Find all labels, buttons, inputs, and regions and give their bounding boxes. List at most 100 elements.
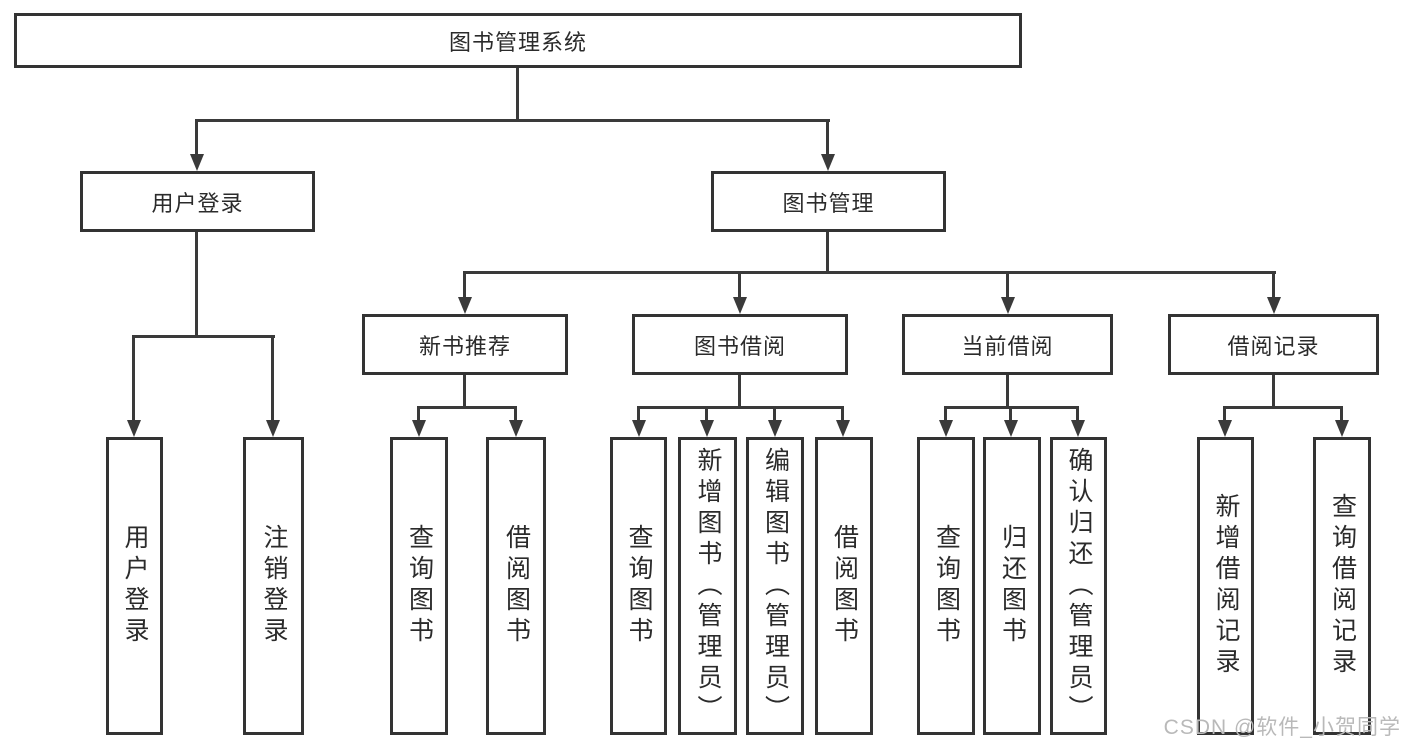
arrow-head-icon	[821, 154, 835, 171]
arrow-shaft	[1009, 406, 1012, 422]
arrow-to-leaf-logout	[266, 335, 280, 437]
connector-current-borrow-crossbar	[946, 406, 1078, 409]
connector-book-borrow-stem	[738, 375, 741, 408]
arrow-head-icon	[632, 420, 646, 437]
arrow-shaft	[514, 406, 517, 422]
arrow-head-icon	[700, 420, 714, 437]
node-book-management: 图书管理	[711, 171, 946, 232]
node-label: 图书管理系统	[448, 29, 587, 55]
leaf-label: 编辑图书（管理员）	[761, 446, 790, 726]
arrow-shaft	[463, 271, 466, 299]
arrow-to-user-login	[190, 119, 204, 171]
arrow-shaft	[1076, 406, 1079, 422]
arrow-head-icon	[266, 420, 280, 437]
arrow-shaft	[841, 406, 844, 422]
leaf-label: 注销登录	[260, 524, 288, 648]
arrow-shaft	[1340, 406, 1343, 422]
arrow-leaf	[836, 406, 850, 437]
leaf-query-book-1: 查询图书	[390, 437, 448, 735]
arrow-to-current-borrow	[1001, 271, 1015, 314]
arrow-head-icon	[1004, 420, 1018, 437]
arrow-shaft	[1223, 406, 1226, 422]
leaf-label: 借阅图书	[830, 524, 859, 648]
leaf-query-borrow-record: 查询借阅记录	[1313, 437, 1371, 735]
leaf-edit-book-admin: 编辑图书（管理员）	[746, 437, 804, 735]
arrow-head-icon	[768, 420, 782, 437]
arrow-leaf	[768, 406, 782, 437]
arrow-shaft	[738, 271, 741, 299]
node-borrow-record: 借阅记录	[1168, 314, 1379, 375]
connector-new-book-stem	[463, 375, 466, 408]
leaf-label: 查询图书	[405, 524, 434, 648]
arrow-head-icon	[1335, 420, 1349, 437]
arrow-leaf	[509, 406, 523, 437]
arrow-shaft	[417, 406, 420, 422]
node-new-book-recommend: 新书推荐	[362, 314, 568, 375]
arrow-head-icon	[1001, 297, 1015, 314]
arrow-leaf	[1218, 406, 1232, 437]
node-current-borrow: 当前借阅	[902, 314, 1113, 375]
leaf-label: 新增图书（管理员）	[694, 446, 722, 726]
connector-new-book-crossbar	[419, 406, 516, 409]
csdn-watermark: CSDN @软件_小贺同学	[1163, 716, 1401, 739]
connector-user-login-stem	[195, 232, 198, 336]
connector-book-mgmt-crossbar	[464, 271, 1276, 274]
leaf-label: 查询借阅记录	[1328, 493, 1357, 679]
connector-book-borrow-crossbar	[639, 406, 843, 409]
arrow-to-book-borrow	[733, 271, 747, 314]
arrow-shaft	[271, 335, 274, 422]
arrow-shaft	[773, 406, 776, 422]
arrow-head-icon	[939, 420, 953, 437]
leaf-borrow-book-1: 借阅图书	[486, 437, 546, 735]
arrow-leaf	[412, 406, 426, 437]
leaf-label: 借阅图书	[502, 524, 531, 648]
arrow-shaft	[637, 406, 640, 422]
node-root-library-system: 图书管理系统	[14, 13, 1022, 68]
connector-user-login-crossbar	[133, 335, 275, 338]
arrow-head-icon	[190, 154, 204, 171]
arrow-to-leaf-user-login	[127, 335, 141, 437]
arrow-to-borrow-record	[1267, 271, 1281, 314]
arrow-head-icon	[1071, 420, 1085, 437]
arrow-shaft	[826, 119, 829, 156]
arrow-head-icon	[733, 297, 747, 314]
connector-borrow-record-stem	[1272, 375, 1275, 408]
connector-root-stem	[516, 68, 519, 120]
leaf-label: 查询图书	[932, 524, 961, 648]
arrow-shaft	[1006, 271, 1009, 299]
arrow-leaf	[1004, 406, 1018, 437]
node-label: 用户登录	[151, 190, 244, 216]
node-user-login: 用户登录	[80, 171, 315, 232]
arrow-shaft	[132, 335, 135, 422]
node-label: 当前借阅	[961, 333, 1054, 359]
leaf-add-book-admin: 新增图书（管理员）	[678, 437, 737, 735]
arrow-head-icon	[127, 420, 141, 437]
leaf-label: 归还图书	[998, 524, 1027, 648]
arrow-head-icon	[412, 420, 426, 437]
leaf-label: 新增借阅记录	[1212, 493, 1240, 679]
leaf-borrow-book-2: 借阅图书	[815, 437, 873, 735]
connector-current-borrow-stem	[1006, 375, 1009, 408]
arrow-head-icon	[1267, 297, 1281, 314]
leaf-logout: 注销登录	[243, 437, 304, 735]
leaf-add-borrow-record: 新增借阅记录	[1197, 437, 1254, 735]
arrow-shaft	[944, 406, 947, 422]
leaf-user-login: 用户登录	[106, 437, 163, 735]
node-label: 新书推荐	[418, 333, 511, 359]
arrow-shaft	[195, 119, 198, 156]
leaf-label: 用户登录	[121, 524, 149, 648]
arrow-leaf	[1071, 406, 1085, 437]
arrow-head-icon	[509, 420, 523, 437]
node-label: 图书管理	[782, 190, 875, 216]
leaf-query-book-3: 查询图书	[917, 437, 975, 735]
arrow-to-book-mgmt	[821, 119, 835, 171]
arrow-head-icon	[836, 420, 850, 437]
leaf-label: 确认归还（管理员）	[1065, 446, 1093, 726]
arrow-head-icon	[458, 297, 472, 314]
arrow-leaf	[700, 406, 714, 437]
arrow-shaft	[705, 406, 708, 422]
arrow-to-new-book	[458, 271, 472, 314]
connector-book-mgmt-stem	[826, 232, 829, 273]
node-label: 图书借阅	[693, 333, 786, 359]
